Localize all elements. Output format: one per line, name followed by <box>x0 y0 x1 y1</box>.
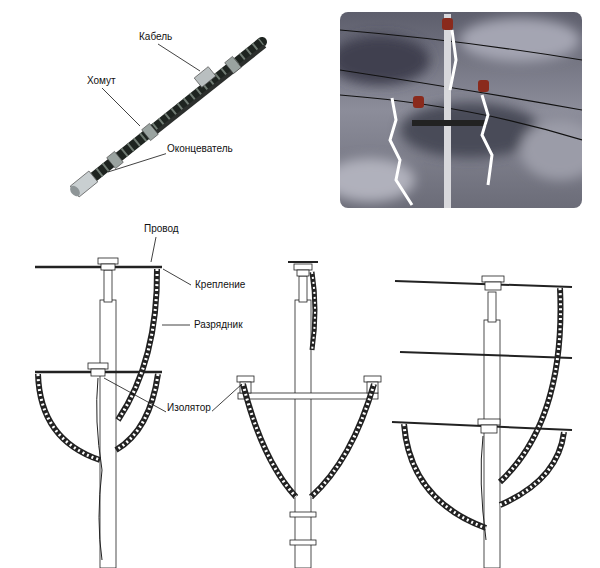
cloud <box>340 18 582 202</box>
part-label: Разрядник <box>193 319 244 331</box>
clamp <box>225 56 242 73</box>
pole-drawing <box>238 393 378 399</box>
pole-clamp <box>290 540 316 545</box>
pole-drawing <box>295 300 311 568</box>
insulator <box>481 425 497 433</box>
lightning <box>390 98 412 205</box>
cloud <box>400 102 540 158</box>
insulator <box>485 282 501 290</box>
part-label: Провод <box>143 223 180 235</box>
arrester <box>311 384 374 497</box>
pole-drawing <box>104 270 112 302</box>
insulator <box>478 80 489 92</box>
insulator <box>237 264 381 393</box>
arrester <box>243 384 296 497</box>
leader-line <box>102 44 242 413</box>
cloud <box>520 120 582 180</box>
arrester <box>500 288 561 482</box>
insulator <box>297 270 309 276</box>
cloud <box>460 18 580 62</box>
pole-drawing <box>392 276 572 568</box>
clamp <box>142 123 159 140</box>
clamp <box>107 151 124 168</box>
insulator <box>413 18 489 108</box>
power-line <box>340 30 582 140</box>
pole-drawing <box>299 276 307 302</box>
part-label: Крепление <box>194 279 246 291</box>
lightning <box>390 30 492 205</box>
arrester <box>312 272 315 350</box>
arrester <box>116 374 158 450</box>
arrester-product <box>80 42 262 188</box>
pole-drawing <box>35 258 162 568</box>
pole-drawing <box>488 292 496 322</box>
insulator <box>98 258 118 264</box>
arrester <box>404 424 486 528</box>
ground-wire <box>481 436 486 540</box>
cloud <box>340 158 415 202</box>
arrester <box>116 374 158 450</box>
insulator <box>88 363 108 369</box>
part-label: Хомут <box>86 75 117 87</box>
leader-line <box>102 88 140 126</box>
crossarm <box>412 120 487 126</box>
pole-drawing <box>288 261 318 263</box>
insulator <box>413 96 424 108</box>
leader-line <box>162 325 190 326</box>
ground-wire <box>97 378 102 560</box>
insulator <box>442 18 453 30</box>
pole-clamp <box>290 512 316 517</box>
insulator <box>294 264 312 270</box>
arrester <box>500 432 564 505</box>
arrester <box>500 288 561 482</box>
insulator <box>101 264 115 270</box>
pole-drawing <box>484 320 500 568</box>
arrester <box>38 374 100 460</box>
arrester <box>500 432 564 505</box>
insulator <box>478 419 500 425</box>
leader-line <box>163 269 191 285</box>
part-label: Кабель <box>138 31 173 43</box>
leader-line <box>104 378 168 413</box>
insulator <box>482 276 504 282</box>
pole-drawing <box>35 266 162 269</box>
lightning <box>482 95 492 185</box>
power-line <box>340 30 582 60</box>
insulator <box>478 276 504 433</box>
part-label: Оконцеватель <box>166 143 234 155</box>
pole <box>444 14 451 208</box>
arrester-product <box>80 42 262 188</box>
arrester-product <box>153 46 265 135</box>
leader-line <box>210 384 242 413</box>
storm-photo <box>340 12 582 208</box>
power-line <box>340 70 582 110</box>
arrester <box>38 374 100 460</box>
pole-drawing <box>400 352 572 358</box>
insulator <box>88 258 118 376</box>
arrester <box>311 384 374 497</box>
arrester-product <box>68 42 265 198</box>
insulator <box>364 376 381 382</box>
arrester-product <box>68 184 82 198</box>
power-line <box>340 95 582 140</box>
insulator <box>237 376 254 382</box>
pole-drawing <box>100 300 116 568</box>
arrester <box>312 272 315 350</box>
lightning <box>450 30 456 90</box>
arrester <box>243 272 374 497</box>
arrester <box>404 288 564 528</box>
leader-line <box>108 153 168 172</box>
pole-drawing <box>237 262 381 568</box>
part-label: Изолятор <box>166 402 212 414</box>
leader-line <box>158 44 200 71</box>
arrester <box>404 424 486 528</box>
arrester <box>243 384 296 497</box>
leader-line <box>151 237 156 262</box>
insulator <box>91 369 105 376</box>
